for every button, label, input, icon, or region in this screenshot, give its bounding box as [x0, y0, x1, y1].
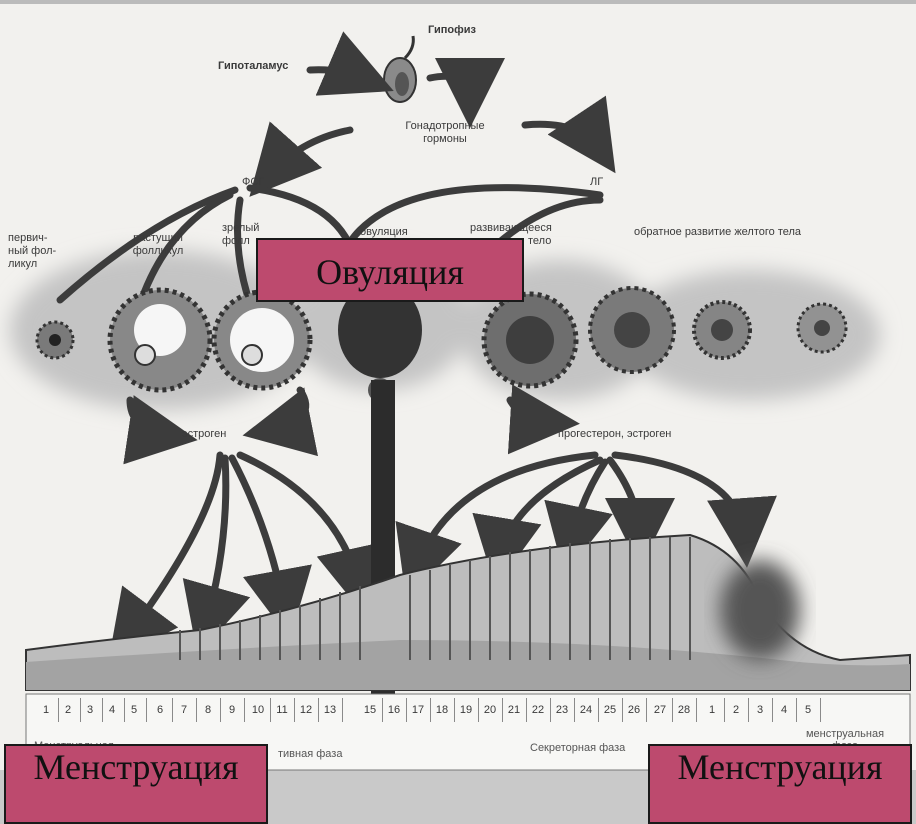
day-divider: [622, 698, 623, 722]
day-cell: 23: [552, 704, 572, 716]
day-divider: [672, 698, 673, 722]
day-cell: 8: [198, 704, 218, 716]
day-cell: 1: [36, 704, 56, 716]
growing-follicle-line2: фолликул: [118, 245, 198, 258]
day-cell: 13: [320, 704, 340, 716]
developing-cl-line1: развивающееся: [470, 222, 552, 235]
growing-follicle-label: растущий фолликул: [118, 232, 198, 258]
day-cell: 1: [702, 704, 722, 716]
day-cell: 3: [80, 704, 100, 716]
growing-follicle-line1: растущий: [118, 232, 198, 245]
day-cell: 21: [504, 704, 524, 716]
day-divider: [696, 698, 697, 722]
mature-follicle-line1: зрелый: [222, 222, 259, 235]
primary-follicle-line2: ный фол-: [8, 245, 56, 258]
day-cell: 17: [408, 704, 428, 716]
day-divider: [244, 698, 245, 722]
day-cell: 10: [248, 704, 268, 716]
estrogen-label: эстроген: [182, 428, 226, 441]
gonadotropins-line2: гормоны: [390, 133, 500, 146]
fsh-label: ФСГ: [242, 176, 264, 189]
day-cell: 6: [150, 704, 170, 716]
day-divider: [550, 698, 551, 722]
day-divider: [220, 698, 221, 722]
day-cell: 2: [58, 704, 78, 716]
day-cell: 5: [124, 704, 144, 716]
day-cell: 16: [384, 704, 404, 716]
day-divider: [598, 698, 599, 722]
day-cell: 15: [360, 704, 380, 716]
regression-label: обратное развитие желтого тела: [634, 226, 801, 239]
day-divider: [342, 698, 343, 722]
day-cell: 4: [102, 704, 122, 716]
day-cell: 28: [674, 704, 694, 716]
day-cell: 27: [650, 704, 670, 716]
day-cell: 5: [798, 704, 818, 716]
day-divider: [772, 698, 773, 722]
day-divider: [748, 698, 749, 722]
primary-follicle-label: первич- ный фол- ликул: [8, 232, 56, 271]
day-cell: 18: [432, 704, 452, 716]
day-divider: [270, 698, 271, 722]
progesterone-estrogen-label: прогестерон, эстроген: [558, 428, 671, 441]
day-divider: [382, 698, 383, 722]
gonadotropins-label: Гонадотропные гормоны: [390, 120, 500, 146]
menstruation-callout-right: Менструация: [648, 744, 912, 824]
day-divider: [406, 698, 407, 722]
day-divider: [196, 698, 197, 722]
day-cell: 3: [750, 704, 770, 716]
menstrual-right-line1: менструальная: [790, 728, 900, 740]
day-cell: 12: [296, 704, 316, 716]
secretory-phase: Секреторная фаза: [530, 742, 625, 754]
day-divider: [646, 698, 647, 722]
day-cell: 9: [222, 704, 242, 716]
day-divider: [294, 698, 295, 722]
day-divider: [574, 698, 575, 722]
day-cell: 24: [576, 704, 596, 716]
day-cell: 11: [272, 704, 292, 716]
day-cell: 26: [624, 704, 644, 716]
primary-follicle-line1: первич-: [8, 232, 56, 245]
day-divider: [146, 698, 147, 722]
day-cell: 22: [528, 704, 548, 716]
day-divider: [526, 698, 527, 722]
day-divider: [478, 698, 479, 722]
menstruation-callout-left: Менструация: [4, 744, 268, 824]
day-divider: [796, 698, 797, 722]
ovulation-callout: Овуляция: [256, 238, 524, 302]
day-divider: [820, 698, 821, 722]
proliferative-phase: тивная фаза: [278, 748, 342, 760]
day-divider: [454, 698, 455, 722]
day-cell: 4: [774, 704, 794, 716]
primary-follicle-line3: ликул: [8, 258, 56, 271]
hypothalamus-label: Гипоталамус: [218, 60, 288, 73]
day-divider: [502, 698, 503, 722]
day-divider: [172, 698, 173, 722]
day-divider: [318, 698, 319, 722]
day-cell: 7: [174, 704, 194, 716]
day-cell: 20: [480, 704, 500, 716]
day-cell: 2: [726, 704, 746, 716]
day-cell: 19: [456, 704, 476, 716]
lh-label: ЛГ: [590, 176, 603, 189]
mature-follicle-line2: фолл: [222, 235, 259, 248]
day-cell: 25: [600, 704, 620, 716]
pituitary-label: Гипофиз: [428, 24, 476, 37]
day-divider: [430, 698, 431, 722]
top-edge: [0, 0, 916, 4]
day-divider: [724, 698, 725, 722]
gonadotropins-line1: Гонадотропные: [390, 120, 500, 133]
mature-follicle-label: зрелый фолл: [222, 222, 259, 248]
